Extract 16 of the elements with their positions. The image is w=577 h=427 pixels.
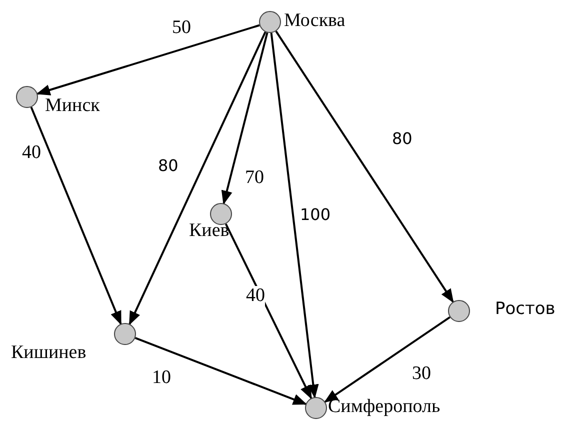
arrow [36, 24, 260, 96]
edge-label: 40 [246, 286, 265, 307]
city-label: Симферополь [328, 396, 440, 418]
arrow [221, 32, 268, 205]
arrow [134, 337, 308, 405]
city-label: Киев [189, 220, 230, 242]
arrow [270, 32, 319, 398]
arrow [128, 32, 266, 326]
arrow [324, 316, 450, 403]
city-label: Ростов [495, 299, 556, 319]
city-label: Москва [284, 10, 346, 32]
city-label: Кишинев [11, 342, 86, 364]
arrow [275, 30, 454, 303]
arrow [30, 106, 122, 326]
arrow [224, 223, 312, 400]
city-label: Минск [45, 95, 100, 117]
